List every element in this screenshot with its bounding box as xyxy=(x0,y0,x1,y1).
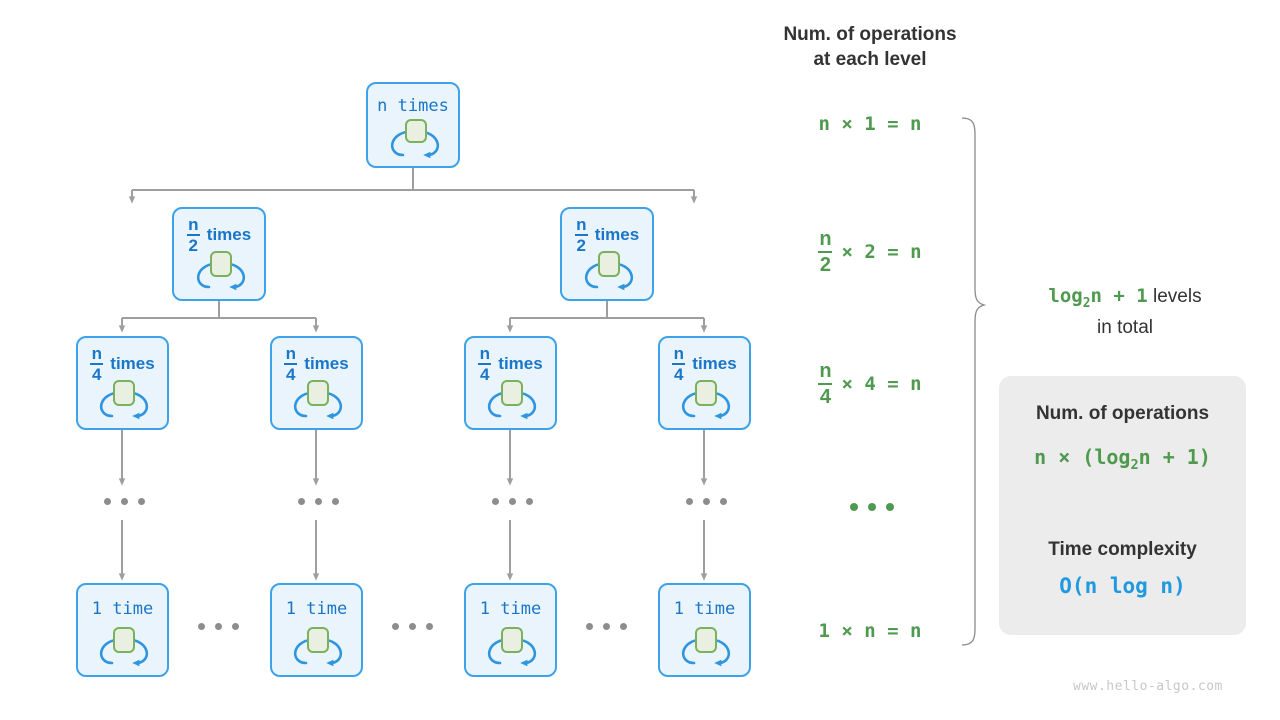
node-label: 1 time xyxy=(673,599,736,619)
fraction: n 4 xyxy=(90,344,104,384)
fraction: n 2 xyxy=(818,228,833,276)
tree-edges xyxy=(118,168,708,581)
tree-node-level3: n 4 times xyxy=(658,336,751,430)
operation-box xyxy=(695,380,717,406)
tree-node-leaf: 1 time xyxy=(464,583,557,677)
tree-node-leaf: 1 time xyxy=(270,583,363,677)
fraction: n 4 xyxy=(818,360,833,408)
node-label: n 4 times xyxy=(284,344,349,384)
tree-node-level3: n 4 times xyxy=(270,336,363,430)
node-label: n 4 times xyxy=(90,344,155,384)
fraction-bar xyxy=(818,382,833,386)
horizontal-ellipsis xyxy=(586,623,627,630)
node-label: n 4 times xyxy=(672,344,737,384)
tree-node-level2: n 2 times xyxy=(560,207,654,301)
operation-box xyxy=(501,627,523,653)
levels-suffix: levels xyxy=(1153,286,1202,307)
horizontal-ellipsis xyxy=(392,623,433,630)
tree-node-level3: n 4 times xyxy=(464,336,557,430)
node-label: 1 time xyxy=(479,599,542,619)
tree-node-level2: n 2 times xyxy=(172,207,266,301)
fraction: n 4 xyxy=(478,344,492,384)
operations-column-title-line1: Num. of operations xyxy=(783,24,957,45)
fraction-bar xyxy=(284,363,298,365)
tree-node-leaf: 1 time xyxy=(76,583,169,677)
fraction-bar xyxy=(672,363,686,365)
operation-box xyxy=(695,627,717,653)
operations-row-leaf: 1 × n = n xyxy=(818,620,922,642)
operations-row-level1: n × 1 = n xyxy=(818,113,922,135)
fraction-bar xyxy=(818,250,833,254)
operation-box xyxy=(307,380,329,406)
fraction: n 4 xyxy=(284,344,298,384)
operation-box xyxy=(113,627,135,653)
fraction: n 2 xyxy=(574,215,588,255)
fraction-bar xyxy=(478,363,492,365)
operation-box xyxy=(210,251,232,277)
levels-note-line2: in total xyxy=(1097,316,1153,338)
tree-node-leaf: 1 time xyxy=(658,583,751,677)
operations-row-level2: n 2 × 2 = n xyxy=(818,228,922,276)
vertical-ellipsis xyxy=(686,498,727,505)
fraction-bar xyxy=(186,234,200,236)
operation-box xyxy=(405,119,427,143)
node-label: 1 time xyxy=(91,599,154,619)
levels-brace xyxy=(961,117,987,646)
levels-total-note: log2n + 1 levels in total xyxy=(1005,283,1245,341)
summary-operations-formula: n × (log2n + 1) xyxy=(1034,445,1211,473)
summary-operations-heading: Num. of operations xyxy=(1035,403,1210,424)
summary-complexity-heading: Time complexity xyxy=(1048,539,1197,560)
operation-box xyxy=(113,380,135,406)
levels-formula: log2n + 1 xyxy=(1048,285,1148,311)
fraction-bar xyxy=(90,363,104,365)
operations-column-title-line2: at each level xyxy=(813,49,927,71)
operations-column-title: Num. of operations at each level xyxy=(755,22,985,72)
vertical-ellipsis xyxy=(298,498,339,505)
node-label: n 4 times xyxy=(478,344,543,384)
summary-complexity-value: O(n log n) xyxy=(1059,574,1186,598)
operations-row-level3: n 4 × 4 = n xyxy=(818,360,922,408)
operation-box xyxy=(598,251,620,277)
node-label: n times xyxy=(377,96,449,116)
vertical-ellipsis xyxy=(492,498,533,505)
operation-box xyxy=(307,627,329,653)
node-label: 1 time xyxy=(285,599,348,619)
tree-node-level1: n times xyxy=(366,82,460,168)
fraction: n 4 xyxy=(672,344,686,384)
operation-box xyxy=(501,380,523,406)
operations-row-ellipsis xyxy=(850,503,894,511)
fraction-bar xyxy=(574,234,588,236)
horizontal-ellipsis xyxy=(198,623,239,630)
summary-card: Num. of operations n × (log2n + 1) Time … xyxy=(999,376,1246,635)
watermark: www.hello-algo.com xyxy=(1073,679,1223,694)
fraction: n 2 xyxy=(186,215,200,255)
tree-node-level3: n 4 times xyxy=(76,336,169,430)
vertical-ellipsis xyxy=(104,498,145,505)
node-label: n 2 times xyxy=(186,215,252,255)
node-label: n 2 times xyxy=(574,215,640,255)
